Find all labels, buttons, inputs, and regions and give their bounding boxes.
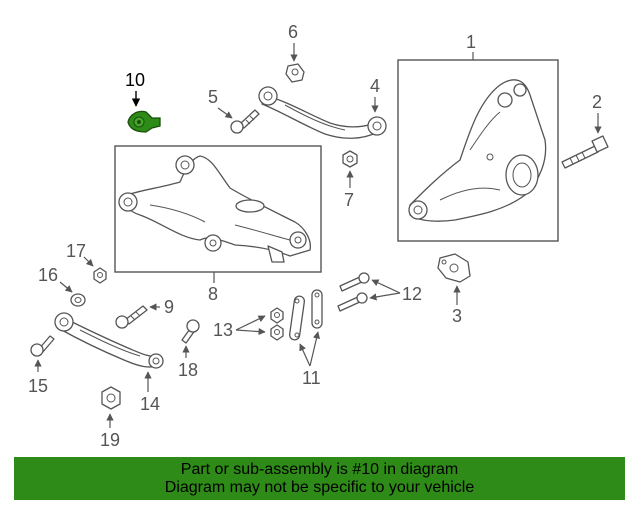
part-14-lower-arm[interactable]: 14	[54, 312, 164, 414]
callout-18: 18	[178, 360, 198, 380]
callout-2: 2	[592, 92, 602, 112]
part-19-nut[interactable]: 19	[100, 386, 121, 450]
callout-4: 4	[370, 76, 380, 96]
part-2-bolt[interactable]: 2	[561, 92, 609, 169]
part-17-nut[interactable]: 17	[66, 241, 107, 284]
callout-10: 10	[125, 70, 145, 90]
part-3-bracket[interactable]: 3	[437, 253, 471, 326]
callout-14: 14	[140, 394, 160, 414]
part-18-bolt[interactable]: 18	[178, 319, 200, 380]
callout-7: 7	[344, 190, 354, 210]
callout-13: 13	[213, 320, 233, 340]
callout-5: 5	[208, 87, 218, 107]
parts-diagram: 1 2 3 4 5 6	[28, 22, 609, 450]
part-4-upper-arm[interactable]: 4	[258, 76, 387, 139]
part-16-washer[interactable]: 16	[38, 265, 86, 307]
part-13-nuts[interactable]: 13	[213, 307, 284, 341]
callout-17: 17	[66, 241, 86, 261]
callout-11: 11	[302, 368, 321, 388]
part-11-links[interactable]: 11	[288, 289, 323, 388]
callout-12: 12	[402, 284, 422, 304]
callout-1: 1	[466, 32, 476, 52]
part-10-mount-highlighted[interactable]: 10	[125, 70, 161, 133]
part-9-bolt[interactable]: 9	[115, 297, 174, 329]
part-8-subframe[interactable]: 8	[114, 145, 322, 304]
callout-19: 19	[100, 430, 120, 450]
callout-15: 15	[28, 376, 48, 396]
part-6-bracket[interactable]: 6	[285, 22, 305, 83]
callout-9: 9	[164, 297, 174, 317]
part-8-box	[114, 145, 322, 273]
callout-3: 3	[452, 306, 462, 326]
part-5-bolt[interactable]: 5	[208, 87, 260, 134]
part-1-box	[397, 59, 559, 242]
banner-line-1: Part or sub-assembly is #10 in diagram	[180, 461, 459, 478]
callout-6: 6	[288, 22, 298, 42]
highlight-banner: Part or sub-assembly is #10 in diagram D…	[14, 457, 625, 500]
part-1-knuckle[interactable]: 1	[397, 32, 559, 242]
callout-8: 8	[208, 284, 218, 304]
banner-line-2: Diagram may not be specific to your vehi…	[164, 479, 475, 496]
callout-16: 16	[38, 265, 58, 285]
part-12-bolts[interactable]: 12	[337, 272, 422, 312]
part-7-nut[interactable]: 7	[342, 150, 358, 210]
part-15-bolt[interactable]: 15	[28, 335, 55, 396]
